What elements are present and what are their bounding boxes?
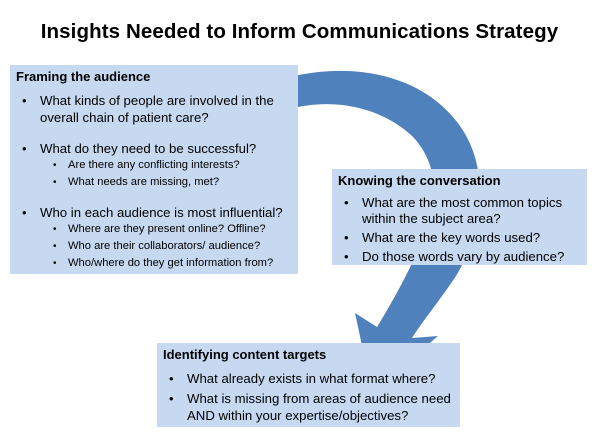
framing-heading: Framing the audience	[16, 69, 151, 84]
framing-subitem: Who/where do they get information from?	[16, 256, 292, 271]
framing-audience-box: Framing the audience What kinds of peopl…	[10, 65, 298, 274]
framing-item: What kinds of people are involved in the…	[16, 92, 292, 126]
framing-item: What do they need to be successful?	[16, 140, 292, 157]
targets-heading: Identifying content targets	[163, 347, 327, 362]
content-targets-box: Identifying content targets What already…	[157, 343, 460, 427]
conversation-item: What are the most common topics within t…	[338, 195, 581, 227]
framing-subitem: Are there any conflicting interests?	[16, 158, 292, 173]
page-title: Insights Needed to Inform Communications…	[40, 20, 559, 43]
conversation-item: What are the key words used?	[338, 230, 581, 246]
conversation-heading: Knowing the conversation	[338, 173, 501, 188]
targets-item: What already exists in what format where…	[163, 370, 454, 387]
knowing-conversation-box: Knowing the conversation What are the mo…	[332, 169, 587, 265]
conversation-item: Do those words vary by audience?	[338, 249, 581, 265]
curved-arrow-shape	[286, 70, 480, 392]
framing-item: Who in each audience is most influential…	[16, 204, 292, 221]
framing-subitem: Where are they present online? Offline?	[16, 222, 292, 237]
framing-subitem: Who are their collaborators/ audience?	[16, 239, 292, 254]
targets-item: What is missing from areas of audience n…	[163, 390, 454, 424]
framing-subitem: What needs are missing, met?	[16, 175, 292, 190]
